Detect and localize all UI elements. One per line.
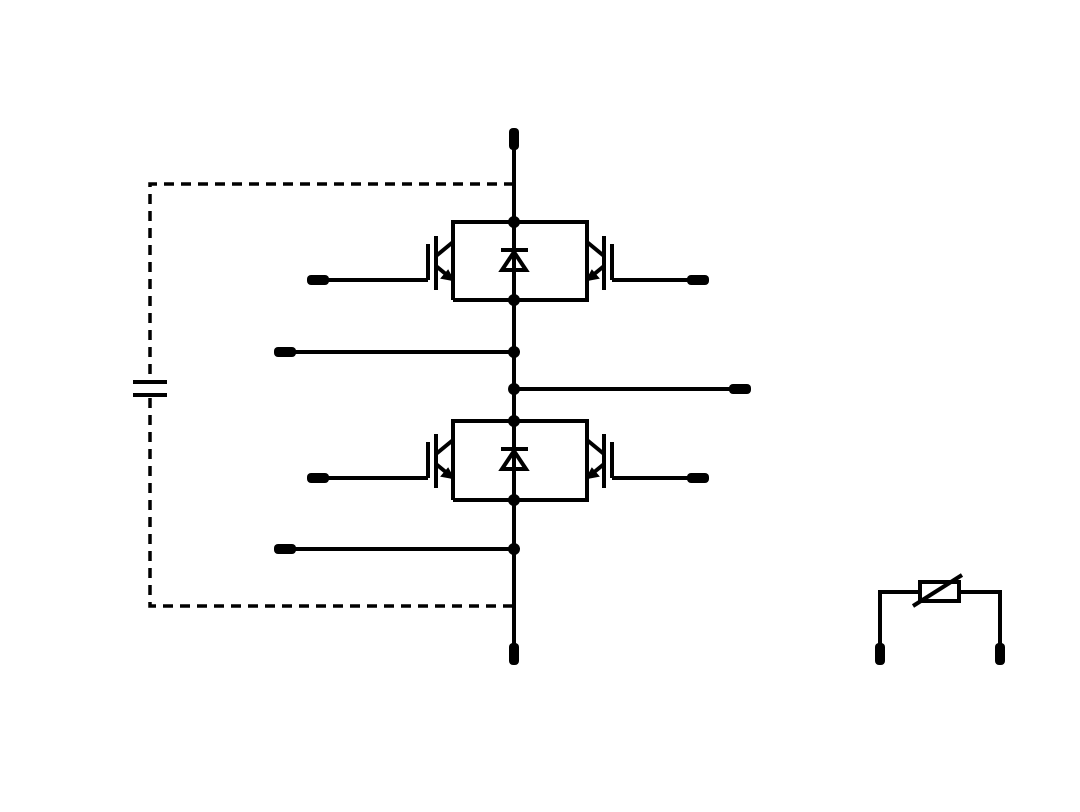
lower-switch-cell (318, 419, 698, 502)
top-bus-terminal (509, 128, 519, 150)
dc-link-capacitor (133, 380, 167, 397)
lower-freewheel-diode (498, 447, 530, 471)
junction-dot (508, 383, 520, 395)
capacitor-dashed-loop (148, 182, 514, 608)
bottom-bus-terminal (509, 643, 519, 665)
upper-right-gate-terminal (687, 275, 709, 285)
lower-right-gate-terminal (687, 473, 709, 483)
junction-dot (508, 216, 520, 228)
junction-dot (508, 346, 520, 358)
lower-right-igbt (585, 434, 698, 488)
upper-right-igbt (585, 236, 698, 290)
junction-dot (508, 294, 520, 306)
lower-sense-terminal (274, 544, 296, 554)
upper-freewheel-diode (498, 248, 530, 272)
junction-dots (508, 216, 520, 555)
lower-left-gate-terminal (307, 473, 329, 483)
lower-left-igbt (318, 434, 455, 488)
thermistor-left-terminal (875, 643, 885, 665)
junction-dot (508, 415, 520, 427)
upper-left-igbt (318, 236, 455, 290)
ntc-thermistor (878, 573, 1002, 654)
junction-dot (508, 494, 520, 506)
junction-dot (508, 543, 520, 555)
upper-switch-cell (318, 220, 698, 302)
thermistor-right-terminal (995, 643, 1005, 665)
upper-sense-terminal (274, 347, 296, 357)
upper-left-gate-terminal (307, 275, 329, 285)
output-terminal (729, 384, 751, 394)
